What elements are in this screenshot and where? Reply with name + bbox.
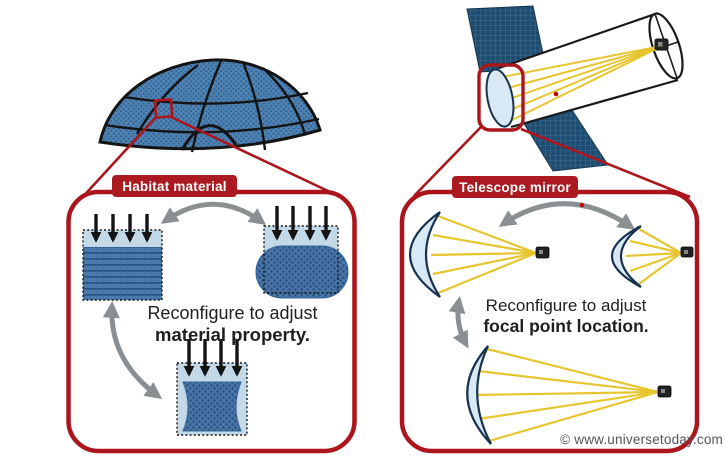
compression-arrows [90, 214, 153, 243]
satellite-light-rays [501, 45, 663, 122]
telescope-callout-lines [413, 126, 691, 199]
dome-door-arch [180, 124, 238, 151]
telescope-caption-line1: Reconfigure to adjust [485, 296, 647, 315]
mirror-deep-curvature [611, 225, 694, 288]
telescope-box-content [408, 201, 694, 445]
material-sample-necked [176, 339, 248, 436]
swap-arrow-side-left [102, 300, 163, 400]
swap-arrow-side-right [448, 295, 469, 349]
dome-grid-lines [104, 60, 320, 153]
habitat-callout-lines [78, 115, 346, 202]
telescope-caption-line2: focal point location. [483, 316, 649, 336]
swap-arrow-top-right [498, 201, 636, 230]
habitat-caption-line2: material property. [155, 324, 310, 345]
telescope-mirror-label: Telescope mirror [452, 176, 578, 198]
zoom-source-square [153, 98, 174, 119]
focal-detector-icon [535, 246, 550, 259]
satellite [466, 5, 684, 172]
telescope-tube-outline [498, 11, 679, 129]
telescope-tube-body [499, 13, 678, 127]
red-dot-box [579, 202, 585, 208]
telescope-caption: Reconfigure to adjust focal point locati… [455, 296, 677, 337]
focal-detector-icon [657, 385, 672, 398]
habitat-material-label: Habitat material [112, 175, 237, 197]
mirror-zoom-callout [477, 63, 525, 132]
habitat-dome [98, 58, 322, 153]
satellite-primary-mirror [485, 68, 515, 128]
compression-arrows [183, 339, 243, 377]
material-sample-bulged [255, 206, 349, 299]
mirror-medium-curvature [408, 211, 550, 298]
habitat-caption-line1: Reconfigure to adjust [147, 303, 318, 323]
light-rays [473, 347, 659, 443]
habitat-box-content [82, 201, 349, 436]
red-dot-tube [553, 91, 559, 97]
compression-arrows [271, 206, 332, 241]
light-rays [430, 214, 537, 295]
habitat-caption: Reconfigure to adjust material property. [120, 303, 345, 346]
material-sample-layered [82, 214, 163, 301]
light-rays [625, 228, 682, 285]
satellite-detector-icon [654, 38, 669, 51]
swap-arrow-top-left [160, 201, 267, 226]
focal-detector-icon [680, 246, 694, 258]
mirror-shallow-curvature [466, 345, 672, 445]
watermark: © www.universetoday.com [560, 432, 723, 447]
